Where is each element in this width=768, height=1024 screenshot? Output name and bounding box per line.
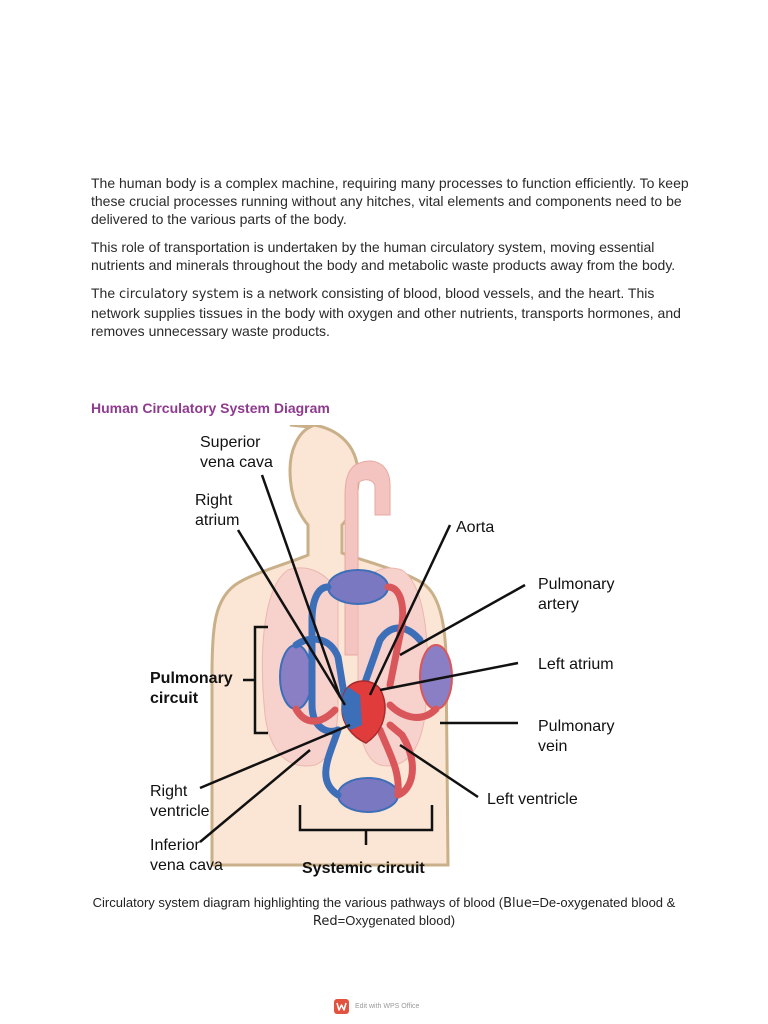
label-right-atrium-2: atrium <box>195 512 239 529</box>
lower-capillary-bed <box>337 777 399 813</box>
label-superior-vena-cava-1: Superior <box>200 434 261 451</box>
paragraph-definition: The circulatory system is a network cons… <box>91 284 691 340</box>
circulatory-diagram: Superior vena cava Right atrium Aorta Pu… <box>140 425 640 885</box>
paragraph-definition-prefix: The <box>91 285 120 301</box>
oxygenated-vessels <box>292 583 440 799</box>
label-pulmonary-artery-1: Pulmonary <box>538 576 614 593</box>
heart-right-side <box>341 687 362 730</box>
leader-lines <box>199 474 526 845</box>
label-pulmonary-vein-2: vein <box>538 738 567 755</box>
upper-capillary-bed <box>327 569 389 605</box>
label-inferior-vena-cava-2: vena cava <box>150 857 223 874</box>
airway-shape <box>344 460 391 656</box>
wps-footer[interactable]: Edit with WPS Office <box>334 998 419 1014</box>
paragraph-intro: The human body is a complex machine, req… <box>91 175 689 227</box>
deoxygenated-vessels <box>292 583 424 799</box>
circulatory-diagram-figure: Superior vena cava Right atrium Aorta Pu… <box>150 425 614 877</box>
wps-footer-text: Edit with WPS Office <box>355 1002 420 1010</box>
article-body: The human body is a complex machine, req… <box>91 174 691 350</box>
label-right-ventricle-1: Right <box>150 783 188 800</box>
caption-suffix: =Oxygenated blood) <box>337 913 456 928</box>
label-aorta: Aorta <box>456 519 494 536</box>
label-pulmonary-circuit-2: circuit <box>150 690 199 707</box>
label-pulmonary-circuit-1: Pulmonary <box>150 670 233 687</box>
circulatory-system-term: circulatory system <box>119 287 240 302</box>
label-left-ventricle: Left ventricle <box>487 791 578 808</box>
paragraph-transport: This role of transportation is undertake… <box>91 239 676 273</box>
wps-logo-icon <box>334 998 349 1014</box>
label-left-atrium: Left atrium <box>538 656 614 673</box>
diagram-caption: Circulatory system diagram highlighting … <box>84 894 684 930</box>
caption-prefix: Circulatory system diagram highlighting … <box>92 895 504 910</box>
caption-red: Red <box>312 914 338 929</box>
label-pulmonary-vein-1: Pulmonary <box>538 718 614 735</box>
diagram-heading: Human Circulatory System Diagram <box>91 400 330 416</box>
label-right-atrium-1: Right <box>195 492 233 509</box>
label-pulmonary-artery-2: artery <box>538 596 579 613</box>
label-systemic-circuit: Systemic circuit <box>302 860 425 877</box>
label-superior-vena-cava-2: vena cava <box>200 454 273 471</box>
label-inferior-vena-cava-1: Inferior <box>150 837 200 854</box>
paragraph-definition-rest: is a network consisting of blood, blood … <box>91 285 681 339</box>
caption-blue: Blue <box>503 896 532 911</box>
left-lung-capillary-bed <box>279 644 313 710</box>
label-right-ventricle-2: ventricle <box>150 803 210 820</box>
caption-mid: =De-oxygenated blood & <box>531 895 676 910</box>
